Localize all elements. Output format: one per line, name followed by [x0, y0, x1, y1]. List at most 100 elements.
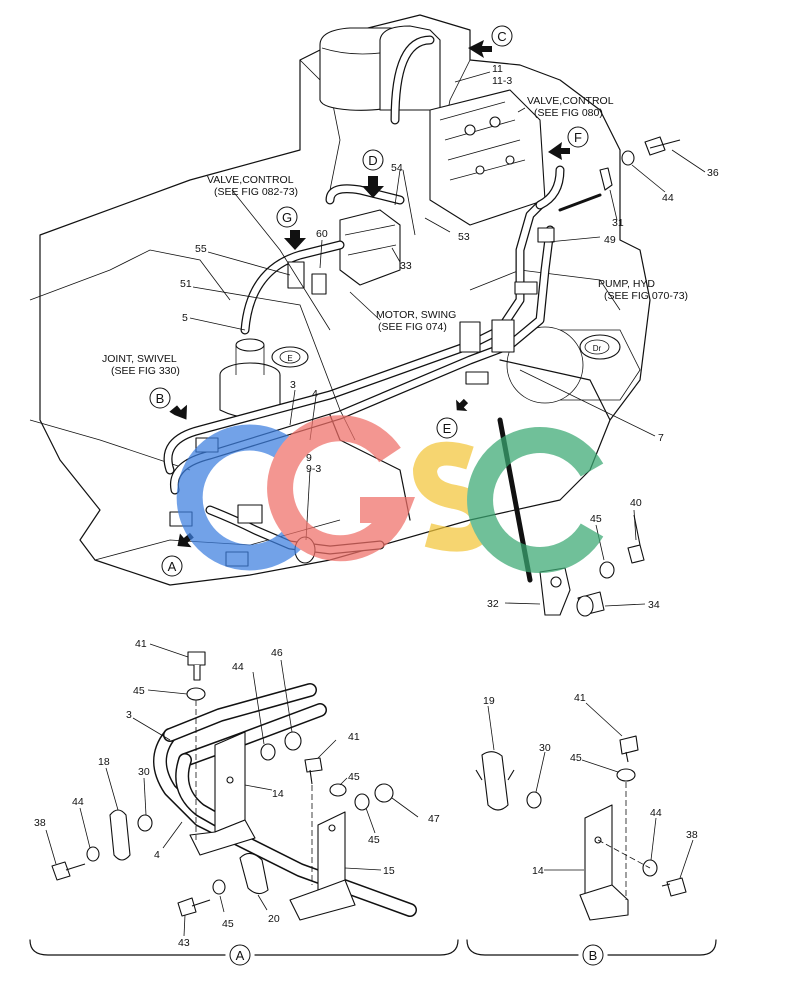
- callout-a-47: 47: [428, 813, 440, 825]
- callout-b-14: 14: [532, 865, 544, 877]
- svg-text:(SEE FIG 082-73): (SEE FIG 082-73): [214, 186, 298, 198]
- callout-9-3: 9-3: [306, 463, 321, 475]
- callout-44: 44: [662, 192, 674, 204]
- svg-text:G: G: [282, 210, 292, 225]
- callout-7: 7: [658, 432, 664, 444]
- callout-34: 34: [648, 599, 660, 611]
- callout-33: 33: [400, 260, 412, 272]
- svg-text:E: E: [287, 354, 292, 363]
- ref-valve-control-080: VALVE,CONTROL: [527, 95, 614, 107]
- marker-g: G: [276, 206, 298, 228]
- callout-a-44-left: 44: [72, 796, 84, 808]
- callout-a-41: 41: [135, 638, 147, 650]
- watermark: [176, 415, 604, 573]
- callout-a-41-r: 41: [348, 731, 360, 743]
- callout-b-30: 30: [539, 742, 551, 754]
- arrow-e-icon: [456, 398, 469, 411]
- marker-b: B: [149, 387, 171, 409]
- callout-a-45-b: 45: [222, 918, 234, 930]
- view-markers: C F D G B E A: [149, 25, 589, 577]
- section-label-b: B: [582, 944, 604, 966]
- callout-a-14: 14: [272, 788, 284, 800]
- watermark-g-icon: [267, 415, 416, 562]
- callout-a-4: 4: [154, 849, 160, 861]
- watermark-s-icon: [412, 441, 495, 552]
- svg-text:(SEE FIG 074): (SEE FIG 074): [378, 321, 447, 333]
- arrow-b-icon: [169, 404, 188, 420]
- callout-9: 9: [306, 452, 312, 464]
- svg-text:(SEE FIG 330): (SEE FIG 330): [111, 365, 180, 377]
- callout-b-45: 45: [570, 752, 582, 764]
- svg-text:(SEE FIG 070-73): (SEE FIG 070-73): [604, 290, 688, 302]
- marker-e: E: [436, 417, 458, 439]
- watermark-c1-icon: [176, 424, 302, 571]
- callout-a-20: 20: [268, 913, 280, 925]
- callouts-main: 11 11-3 54 53 33 60 55 51 5 3 4 9 9-3 49…: [180, 63, 719, 611]
- marker-f: F: [567, 126, 589, 148]
- callout-a-45-r2: 45: [368, 834, 380, 846]
- control-valve-block: [429, 89, 546, 226]
- callout-a-38: 38: [34, 817, 46, 829]
- svg-text:E: E: [443, 421, 452, 436]
- callout-a-30: 30: [138, 766, 150, 778]
- callout-a-45-r: 45: [348, 771, 360, 783]
- callout-a-18: 18: [98, 756, 110, 768]
- svg-text:(SEE FIG 080): (SEE FIG 080): [534, 107, 603, 119]
- watermark-c2-icon: [467, 427, 604, 573]
- ref-valve-control-082: VALVE,CONTROL: [207, 174, 294, 186]
- arrow-d-icon: [362, 176, 384, 198]
- callout-54: 54: [391, 162, 403, 174]
- callout-3: 3: [290, 379, 296, 391]
- svg-text:A: A: [236, 948, 245, 963]
- callouts-detail-a: 41 46 44 45 3 18 30 44 38 4 14 41 45 47 …: [34, 638, 440, 949]
- detail-b: [475, 702, 694, 921]
- right-fasteners: [539, 136, 681, 617]
- svg-text:F: F: [574, 130, 582, 145]
- callout-a-43: 43: [178, 937, 190, 949]
- arrow-c-icon: [468, 40, 492, 58]
- svg-text:C: C: [497, 29, 506, 44]
- callout-45: 45: [590, 513, 602, 525]
- callout-b-38: 38: [686, 829, 698, 841]
- callout-49: 49: [604, 234, 616, 246]
- swing-motor: [339, 209, 401, 286]
- callout-53: 53: [458, 231, 470, 243]
- callout-36: 36: [707, 167, 719, 179]
- callout-55: 55: [195, 243, 207, 255]
- ref-joint-swivel: JOINT, SWIVEL: [102, 353, 177, 365]
- callout-5: 5: [182, 312, 188, 324]
- machine-marks: E Dr: [279, 339, 610, 364]
- callout-b-41: 41: [574, 692, 586, 704]
- callout-11: 11: [492, 63, 503, 75]
- section-brackets: A B: [29, 939, 717, 966]
- callout-a-45-top: 45: [133, 685, 145, 697]
- callout-b-44: 44: [650, 807, 662, 819]
- ref-pump-hyd: PUMP, HYD: [598, 278, 655, 290]
- svg-text:B: B: [589, 948, 598, 963]
- arrow-f-icon: [548, 142, 570, 160]
- section-label-a: A: [229, 944, 251, 966]
- callouts-detail-b: 19 41 30 45 44 38 14: [483, 692, 698, 877]
- callout-4: 4: [312, 388, 318, 400]
- arrow-g-icon: [284, 230, 306, 250]
- svg-text:B: B: [156, 391, 165, 406]
- marker-d: D: [362, 149, 384, 171]
- marker-a: A: [161, 555, 183, 577]
- detail-a: [45, 643, 419, 937]
- callout-a-44: 44: [232, 661, 244, 673]
- marker-c: C: [491, 25, 513, 47]
- callout-a-46: 46: [271, 647, 283, 659]
- swivel-joint: [219, 338, 281, 418]
- callout-a-3: 3: [126, 709, 132, 721]
- svg-text:D: D: [368, 153, 377, 168]
- ref-motor-swing: MOTOR, SWING: [376, 309, 456, 321]
- callout-51: 51: [180, 278, 192, 290]
- svg-text:Dr: Dr: [593, 344, 602, 353]
- callout-b-19: 19: [483, 695, 495, 707]
- svg-text:A: A: [168, 559, 177, 574]
- callout-32: 32: [487, 598, 499, 610]
- callout-60: 60: [316, 228, 328, 240]
- callout-11-3: 11-3: [492, 75, 512, 87]
